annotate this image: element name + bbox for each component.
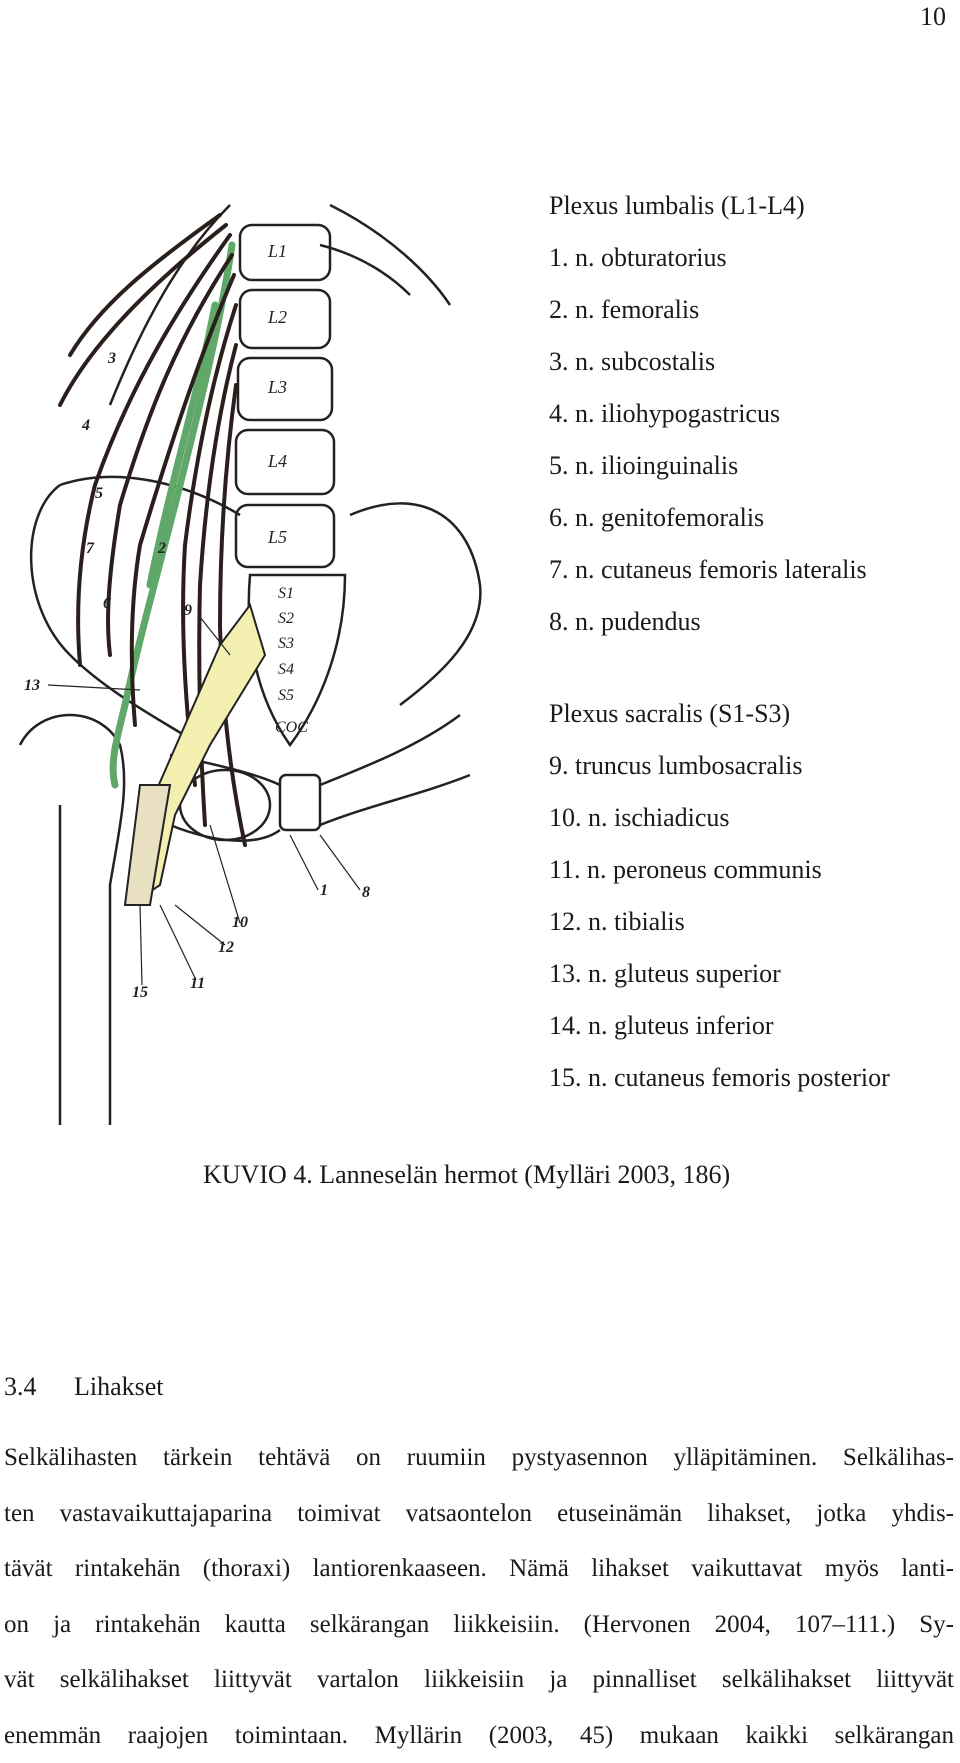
label-s4: S4 — [278, 661, 294, 678]
label-s5: S5 — [278, 687, 294, 704]
legend-item: 6. n. genitofemoralis — [549, 492, 890, 544]
paragraph-line: ten vastavaikuttajaparina toimivat vatsa… — [4, 1486, 954, 1542]
pubic-symphysis — [280, 775, 320, 830]
label-l4: L4 — [267, 451, 287, 471]
page-number: 10 — [920, 2, 946, 32]
sciatic-nerve — [125, 605, 265, 905]
section-title: Lihakset — [74, 1372, 164, 1401]
label-s3: S3 — [278, 635, 294, 652]
label-nerve-15: 15 — [132, 984, 148, 1001]
lumbar-nerves-figure: L1 L2 L3 L4 L5 S1 S2 S3 S4 S5 COC 1 2 3 … — [0, 185, 540, 1125]
legend-item: 1. n. obturatorius — [549, 232, 890, 284]
label-nerve-1: 1 — [320, 882, 328, 899]
label-nerve-2: 2 — [157, 540, 166, 557]
legend-item: 15. n. cutaneus femoris posterior — [549, 1052, 890, 1104]
body-paragraph: Selkälihasten tärkein tehtävä on ruumiin… — [4, 1430, 954, 1763]
legend-item: 9. truncus lumbosacralis — [549, 740, 890, 792]
paragraph-line: on ja rintakehän kautta selkärangan liik… — [4, 1597, 954, 1653]
legend-item: 5. n. ilioinguinalis — [549, 440, 890, 492]
right-ilium — [350, 503, 480, 705]
label-s1: S1 — [278, 585, 294, 602]
label-nerve-4: 4 — [81, 417, 90, 434]
legend-item: 11. n. peroneus communis — [549, 844, 890, 896]
paragraph-line: tävät rintakehän (thoraxi) lantiorenkaas… — [4, 1541, 954, 1597]
label-nerve-7: 7 — [86, 540, 95, 557]
paragraph-line: enemmän raajojen toimintaan. Myllärin (2… — [4, 1708, 954, 1763]
paragraph-line: Selkälihasten tärkein tehtävä on ruumiin… — [4, 1430, 954, 1486]
legend-spacer — [549, 648, 890, 688]
legend-item: 7. n. cutaneus femoris lateralis — [549, 544, 890, 596]
figure-legend: Plexus lumbalis (L1-L4) 1. n. obturatori… — [549, 180, 890, 1104]
label-nerve-3: 3 — [107, 350, 116, 367]
legend-item: 8. n. pudendus — [549, 596, 890, 648]
label-coc: COC — [275, 719, 308, 736]
legend-item: 13. n. gluteus superior — [549, 948, 890, 1000]
label-nerve-13: 13 — [24, 677, 40, 694]
legend-item: 4. n. iliohypogastricus — [549, 388, 890, 440]
legend-item: 14. n. gluteus inferior — [549, 1000, 890, 1052]
lumbar-nerves-illustration: L1 L2 L3 L4 L5 S1 S2 S3 S4 S5 COC 1 2 3 … — [0, 185, 540, 1125]
legend-item: 3. n. subcostalis — [549, 336, 890, 388]
paragraph-line: vät selkälihakset liittyvät vartalon lii… — [4, 1652, 954, 1708]
label-l1: L1 — [267, 241, 287, 261]
label-s2: S2 — [278, 610, 294, 627]
legend-item: 2. n. femoralis — [549, 284, 890, 336]
sacral-plexus-title: Plexus sacralis (S1-S3) — [549, 688, 890, 740]
legend-item: 12. n. tibialis — [549, 896, 890, 948]
label-nerve-9: 9 — [184, 602, 192, 619]
label-nerve-8: 8 — [362, 884, 370, 901]
legend-item: 10. n. ischiadicus — [549, 792, 890, 844]
label-nerve-5: 5 — [95, 485, 103, 502]
lumbar-plexus-title: Plexus lumbalis (L1-L4) — [549, 180, 890, 232]
figure-caption: KUVIO 4. Lanneselän hermot (Mylläri 2003… — [203, 1160, 730, 1190]
label-l5: L5 — [267, 527, 287, 547]
section-number: 3.4 — [4, 1372, 74, 1402]
label-nerve-6: 6 — [103, 595, 111, 612]
label-l3: L3 — [267, 377, 287, 397]
label-l2: L2 — [267, 307, 287, 327]
left-femur — [20, 715, 124, 1125]
label-nerve-11: 11 — [190, 975, 205, 992]
